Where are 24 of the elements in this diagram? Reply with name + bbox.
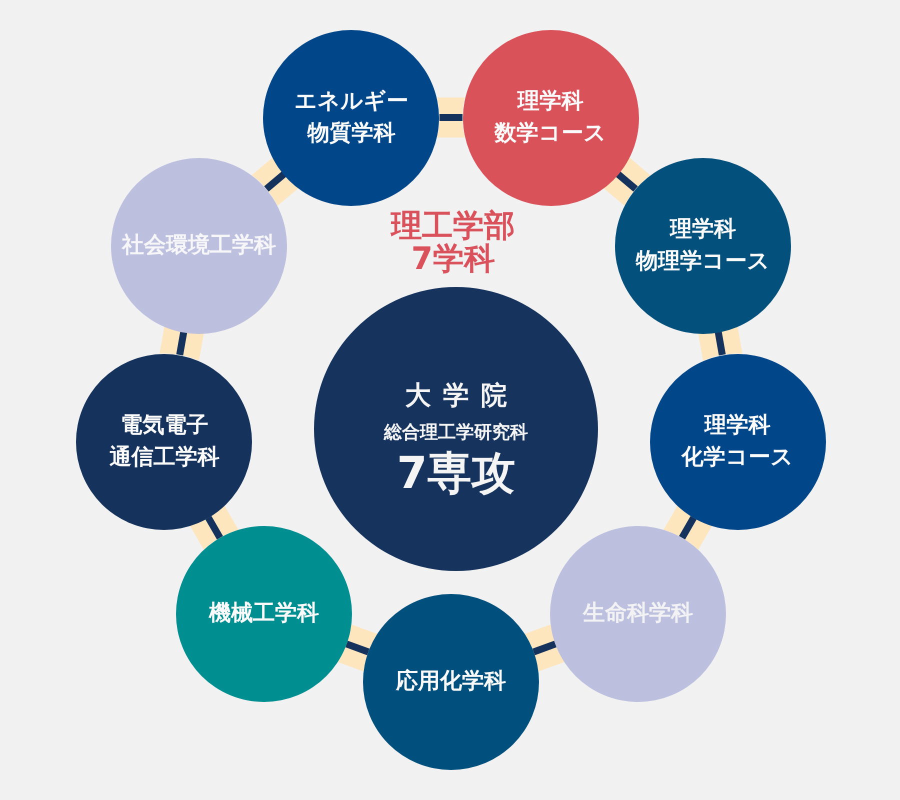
department-name: 理学科 <box>670 216 736 244</box>
department-name: エネルギー物質学科 <box>294 88 408 148</box>
department-name: 社会環境工学科 <box>122 232 276 260</box>
connector-line <box>714 332 726 356</box>
department-name: 理学科 <box>704 412 771 440</box>
course-name: 物理学コース <box>636 248 770 276</box>
course-name: 化学コース <box>682 444 794 472</box>
department-name: 理学科 <box>518 88 584 116</box>
connector-line <box>176 332 188 356</box>
graduate-school-name: 総合理工学研究科 <box>384 420 528 444</box>
connector-line <box>345 640 370 656</box>
department-name: 機械工学科 <box>208 600 319 628</box>
graduate-school-title: 大学院 <box>404 380 519 412</box>
faculty-label: 理工学部7学科 <box>391 210 515 276</box>
department-name: 応用化学科 <box>396 668 506 696</box>
connector-line <box>616 171 638 192</box>
major-count: 7専攻 <box>396 450 516 498</box>
department-name: 電気電子通信工学科 <box>109 412 220 472</box>
connector-line <box>205 516 223 540</box>
connector-line <box>532 640 557 656</box>
connector-line <box>679 516 697 540</box>
connector-line <box>264 171 286 192</box>
connector-line <box>439 114 463 122</box>
course-name: 数学コース <box>494 120 607 148</box>
